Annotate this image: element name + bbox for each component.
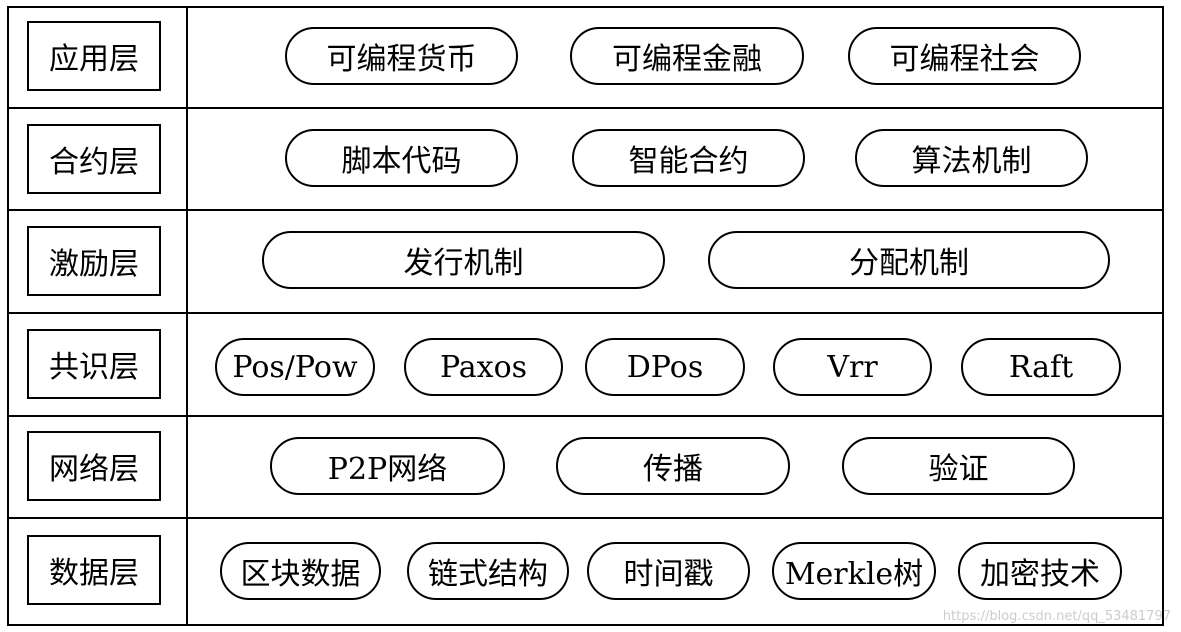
layer-item: Vrr	[773, 338, 932, 396]
layer-item: 可编程社会	[848, 27, 1081, 85]
layer-item: DPos	[585, 338, 745, 396]
layer-item: 时间戳	[587, 542, 750, 600]
row-divider	[7, 517, 1164, 519]
layer-item: 区块数据	[220, 542, 381, 600]
layer-item: Raft	[961, 338, 1121, 396]
layer-item: 算法机制	[855, 129, 1088, 187]
layer-item: 验证	[842, 437, 1075, 495]
layer-item: 智能合约	[572, 129, 805, 187]
layer-label-incentive: 激励层	[27, 226, 161, 296]
layer-item: 链式结构	[407, 542, 569, 600]
diagram-frame	[7, 6, 1164, 626]
layer-label-contract: 合约层	[27, 124, 161, 194]
layer-item: 加密技术	[958, 542, 1122, 600]
layer-item: Paxos	[404, 338, 563, 396]
layer-item: 分配机制	[708, 231, 1110, 289]
layer-item: 可编程金融	[570, 27, 804, 85]
layer-item: 发行机制	[262, 231, 665, 289]
row-divider	[7, 107, 1164, 109]
watermark: https://blog.csdn.net/qq_53481797	[942, 609, 1171, 624]
row-divider	[7, 415, 1164, 417]
column-divider	[186, 6, 188, 626]
layer-label-consensus: 共识层	[27, 329, 161, 399]
row-divider	[7, 312, 1164, 314]
layer-item: Merkle树	[772, 542, 936, 600]
layer-label-application: 应用层	[27, 21, 161, 91]
layer-label-network: 网络层	[27, 431, 161, 501]
layer-item: P2P网络	[270, 437, 505, 495]
layer-item: 可编程货币	[285, 27, 518, 85]
row-divider	[7, 209, 1164, 211]
layer-label-data: 数据层	[27, 535, 161, 605]
layer-item: 传播	[556, 437, 790, 495]
layer-item: 脚本代码	[285, 129, 518, 187]
layer-item: Pos/Pow	[215, 338, 375, 396]
